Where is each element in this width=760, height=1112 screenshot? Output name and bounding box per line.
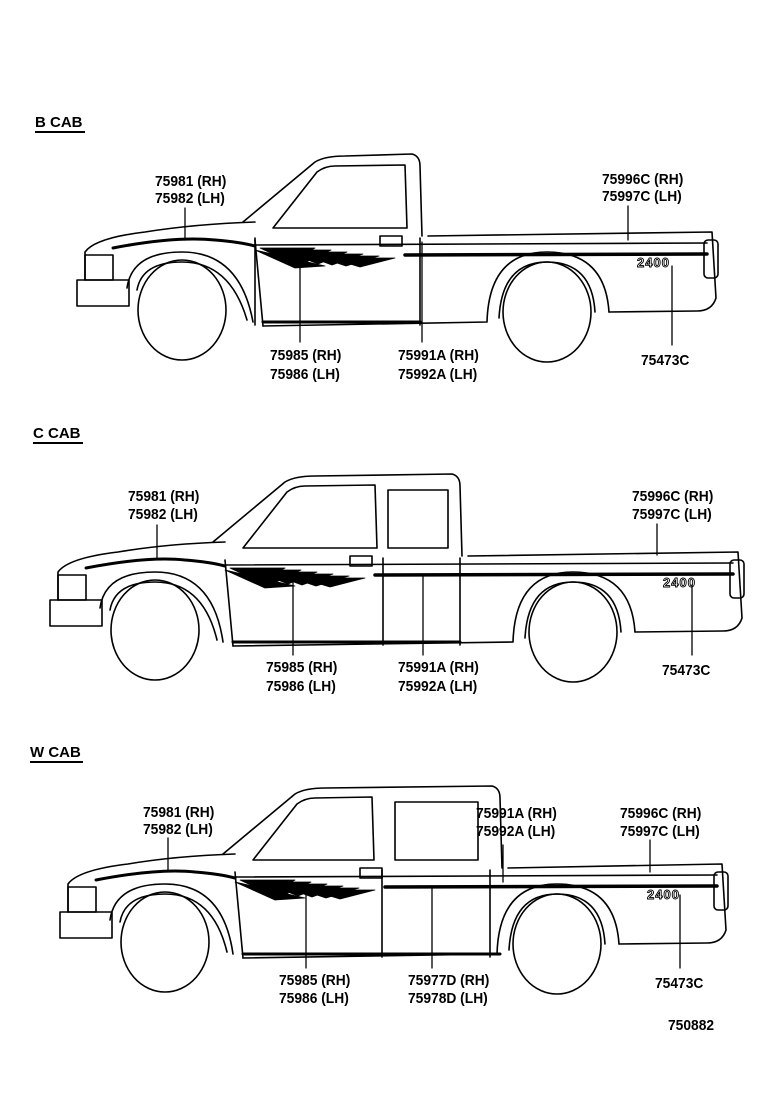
hood-stripe: [94, 869, 237, 882]
label-bed-stripe-lh: 75997C (LH): [620, 823, 700, 840]
fender-flare: [109, 581, 622, 641]
emblem-2400: 2400: [637, 255, 670, 270]
door-graphic-stripe: [309, 889, 376, 900]
body-stripe-lower: [373, 572, 735, 577]
door-graphic-stripe: [299, 577, 366, 588]
emblem-2400: 2400: [647, 887, 680, 902]
body-stripe-upper: [224, 562, 734, 566]
label-pillar-stripe-rh: 75991A (RH): [476, 805, 557, 822]
label-fender-rh: 75981 (RH): [155, 173, 227, 190]
label-bed-stripe-lh: 75997C (LH): [632, 506, 712, 523]
truck-outline: 2400: [59, 785, 729, 995]
door-graphic-stripe: [234, 881, 306, 901]
front-wheel-arch: [126, 239, 264, 327]
side-mirror: [349, 555, 373, 567]
front-wheel: [137, 259, 227, 361]
rear-window: [387, 489, 449, 549]
section-title-b-cab: B CAB: [35, 114, 85, 133]
bed-outline: [467, 551, 743, 633]
label-door-stripe-rh: 75991A (RH): [398, 659, 479, 676]
label-door-stripe-lh: 75992A (LH): [398, 366, 478, 383]
side-window: [272, 164, 408, 229]
front-wheel-arch: [109, 871, 244, 959]
front-wheel-arch: [99, 559, 234, 647]
body-stripe-lower: [403, 252, 709, 257]
label-bed-stripe-rh: 75996C (RH): [602, 171, 684, 188]
label-fender-lh: 75982 (LH): [128, 506, 198, 523]
rear-wheel-arch: [242, 883, 620, 959]
bed-outline: [427, 231, 717, 313]
rear-wheel: [512, 893, 602, 995]
side-mirror: [379, 235, 403, 247]
diagram-id: 750882: [668, 1017, 715, 1034]
label-emblem: 75473C: [655, 975, 704, 992]
cab-roof: [222, 785, 503, 869]
label-bed-stripe-lh: 75997C (LH): [602, 188, 682, 205]
label-pillar-stripe-lh: 75992A (LH): [476, 823, 556, 840]
label-door-graphic-rh: 75985 (RH): [279, 972, 351, 989]
rear-wheel: [528, 581, 618, 683]
front-wheel: [120, 891, 210, 993]
rear-wheel: [502, 261, 592, 363]
rear-window: [394, 801, 479, 861]
headlight: [67, 886, 97, 913]
truck-outline: 2400: [76, 153, 719, 363]
section-title-w-cab: W CAB: [30, 744, 83, 763]
label-fender-rh: 75981 (RH): [143, 804, 215, 821]
hood-stripe: [84, 557, 227, 570]
cab-roof: [212, 473, 463, 557]
tail-light: [713, 871, 729, 911]
front-wheel: [110, 579, 200, 681]
headlight: [57, 574, 87, 601]
emblem-2400: 2400: [663, 575, 696, 590]
bed-outline: [507, 863, 727, 945]
hood-line: [84, 221, 256, 281]
side-window: [242, 484, 378, 549]
label-bed-stripe-rh: 75996C (RH): [632, 488, 714, 505]
label-door-graphic-lh: 75986 (LH): [266, 678, 336, 695]
label-door-stripe-lh: 75992A (LH): [398, 678, 478, 695]
label-emblem: 75473C: [641, 352, 690, 369]
fender-flare: [136, 261, 596, 321]
tail-light: [703, 239, 719, 279]
hood-line: [67, 853, 236, 913]
label-door-graphic-lh: 75986 (LH): [270, 366, 340, 383]
label-door-stripe-rh: 75991A (RH): [398, 347, 479, 364]
rear-wheel-arch: [262, 251, 610, 327]
front-bumper: [76, 279, 130, 307]
label-door-stripe-rh: 75977D (RH): [408, 972, 490, 989]
label-emblem: 75473C: [662, 662, 711, 679]
front-bumper: [59, 911, 113, 939]
tail-light: [729, 559, 745, 599]
body-stripe-upper: [254, 242, 708, 246]
label-door-graphic-lh: 75986 (LH): [279, 990, 349, 1007]
label-door-graphic-rh: 75985 (RH): [270, 347, 342, 364]
label-door-graphic-rh: 75985 (RH): [266, 659, 338, 676]
hood-stripe: [111, 237, 257, 250]
rear-wheel-arch: [232, 571, 636, 647]
cab-roof: [242, 153, 423, 237]
body-stripe-upper: [234, 874, 718, 878]
body-stripe-lower: [383, 884, 719, 889]
section-title-c-cab: C CAB: [33, 425, 83, 444]
label-door-stripe-lh: 75978D (LH): [408, 990, 488, 1007]
label-fender-rh: 75981 (RH): [128, 488, 200, 505]
door-graphic-stripe: [224, 569, 296, 589]
truck-outline: 2400: [49, 473, 745, 683]
front-bumper: [49, 599, 103, 627]
side-window: [252, 796, 375, 861]
door-graphic-stripe: [329, 257, 396, 268]
headlight: [84, 254, 114, 281]
door-graphic-stripe: [254, 249, 326, 269]
label-fender-lh: 75982 (LH): [143, 821, 213, 838]
label-fender-lh: 75982 (LH): [155, 190, 225, 207]
label-bed-stripe-rh: 75996C (RH): [620, 805, 702, 822]
hood-line: [57, 541, 226, 601]
